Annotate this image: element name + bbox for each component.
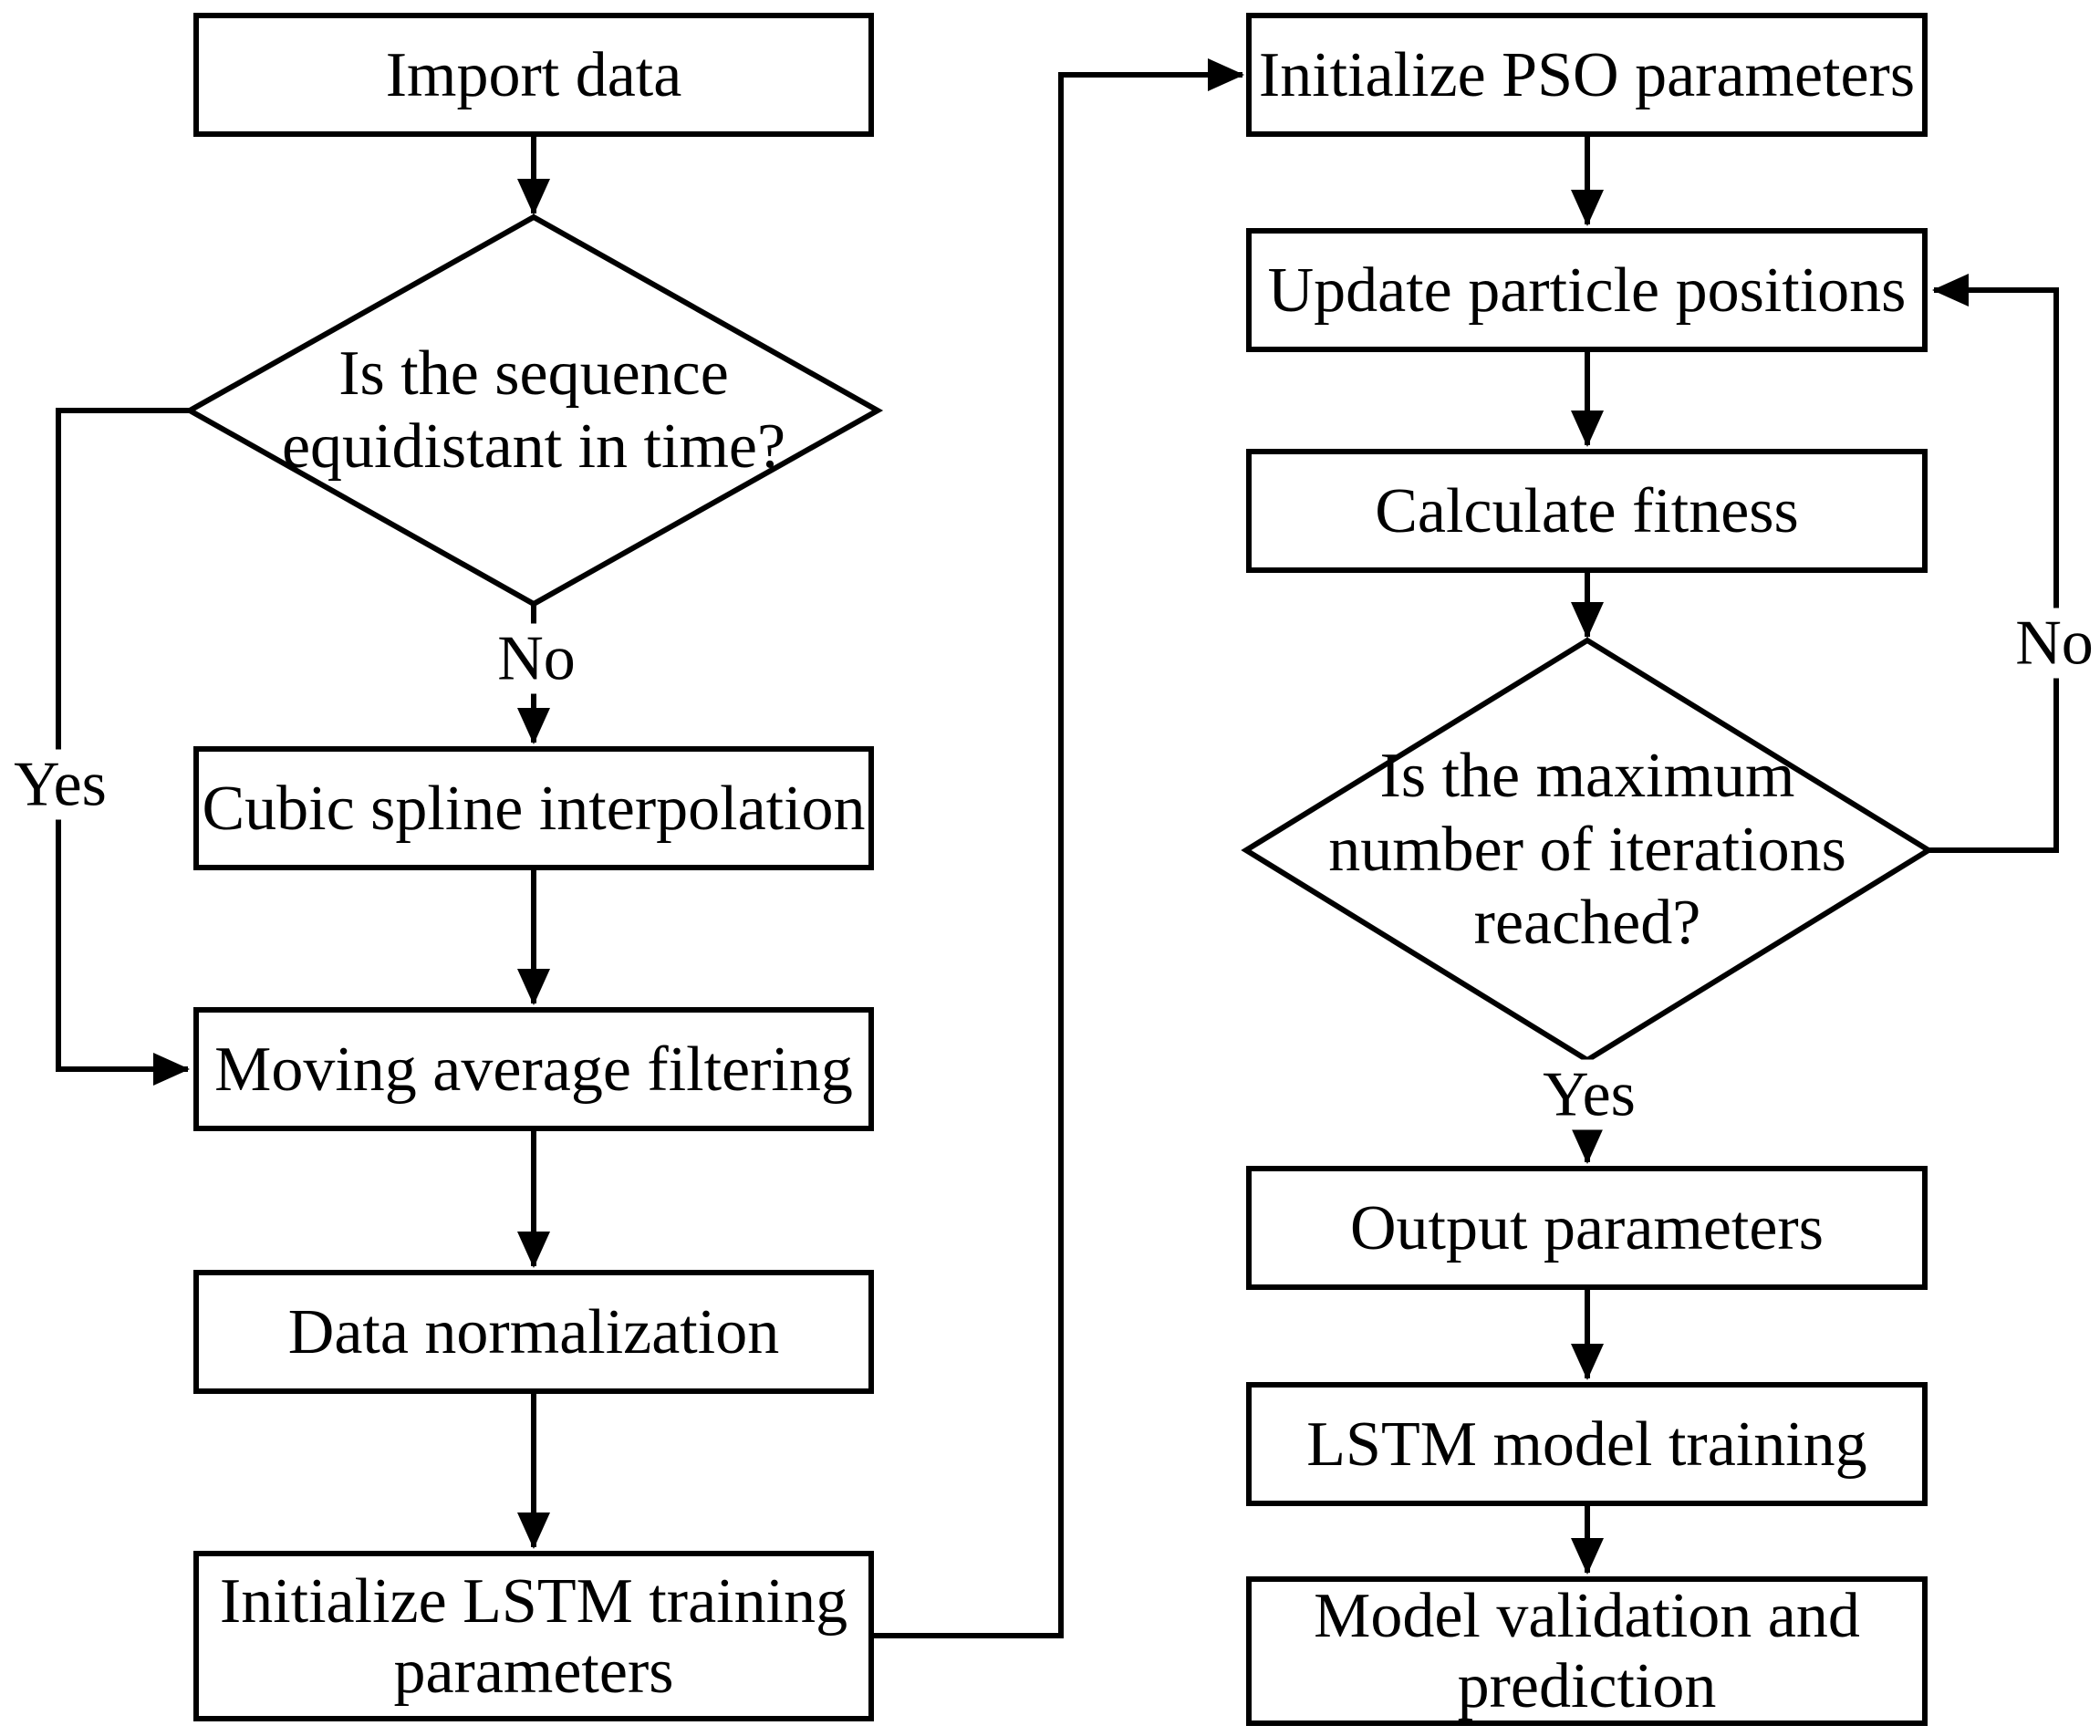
node-equidistant-check-label: Is the sequence equidistant in time?	[214, 310, 853, 511]
node-cubic-spline-label: Cubic spline interpolation	[202, 773, 866, 844]
node-update-particles: Update particle positions	[1246, 228, 1928, 352]
edge-label-yes-equidistant: Yes	[5, 749, 116, 820]
node-max-iter-check-label-line3: reached?	[1473, 888, 1701, 959]
node-equidistant-check-label-line2: equidistant in time?	[281, 411, 786, 482]
node-equidistant-check-label-line1: Is the sequence	[338, 338, 729, 409]
node-output-parameters: Output parameters	[1246, 1166, 1928, 1290]
node-init-pso-params-label: Initialize PSO parameters	[1258, 39, 1916, 110]
node-update-particles-label: Update particle positions	[1267, 255, 1907, 326]
node-calculate-fitness-label: Calculate fitness	[1375, 475, 1799, 546]
node-max-iter-check-label-line2: number of iterations	[1328, 814, 1846, 885]
node-import-data-label: Import data	[385, 39, 682, 110]
node-import-data: Import data	[193, 13, 874, 137]
edge-init-lstm-to-init-pso	[872, 58, 1244, 1638]
node-moving-average-label: Moving average filtering	[214, 1034, 853, 1105]
node-cubic-spline: Cubic spline interpolation	[193, 746, 874, 870]
edge-equidistant-to-moving-yes	[56, 408, 192, 1086]
node-data-normalization: Data normalization	[193, 1270, 874, 1394]
node-lstm-training-label: LSTM model training	[1306, 1409, 1867, 1480]
node-output-parameters-label: Output parameters	[1350, 1192, 1824, 1263]
edge-label-no-iterations: No	[2006, 608, 2100, 679]
node-data-normalization-label: Data normalization	[287, 1296, 780, 1367]
node-init-pso-params: Initialize PSO parameters	[1246, 13, 1928, 137]
node-max-iter-check-label: Is the maximum number of iterations reac…	[1268, 732, 1907, 969]
node-calculate-fitness: Calculate fitness	[1246, 449, 1928, 573]
node-init-lstm-params-label-line2: parameters	[393, 1636, 674, 1707]
node-lstm-training: LSTM model training	[1246, 1382, 1928, 1506]
node-max-iter-check-label-line1: Is the maximum	[1379, 741, 1795, 812]
node-model-validation-label-line1: Model validation and	[1314, 1581, 1860, 1651]
edge-iterations-to-update-no-loop	[1927, 274, 2059, 853]
node-model-validation: Model validation and prediction	[1246, 1576, 1928, 1726]
node-moving-average: Moving average filtering	[193, 1007, 874, 1131]
edge-label-yes-iterations: Yes	[1533, 1059, 1645, 1130]
edge-label-no-equidistant: No	[488, 623, 585, 694]
node-init-lstm-params: Initialize LSTM training parameters	[193, 1551, 874, 1721]
node-model-validation-label-line2: prediction	[1457, 1651, 1717, 1721]
node-init-lstm-params-label-line1: Initialize LSTM training	[219, 1565, 848, 1637]
